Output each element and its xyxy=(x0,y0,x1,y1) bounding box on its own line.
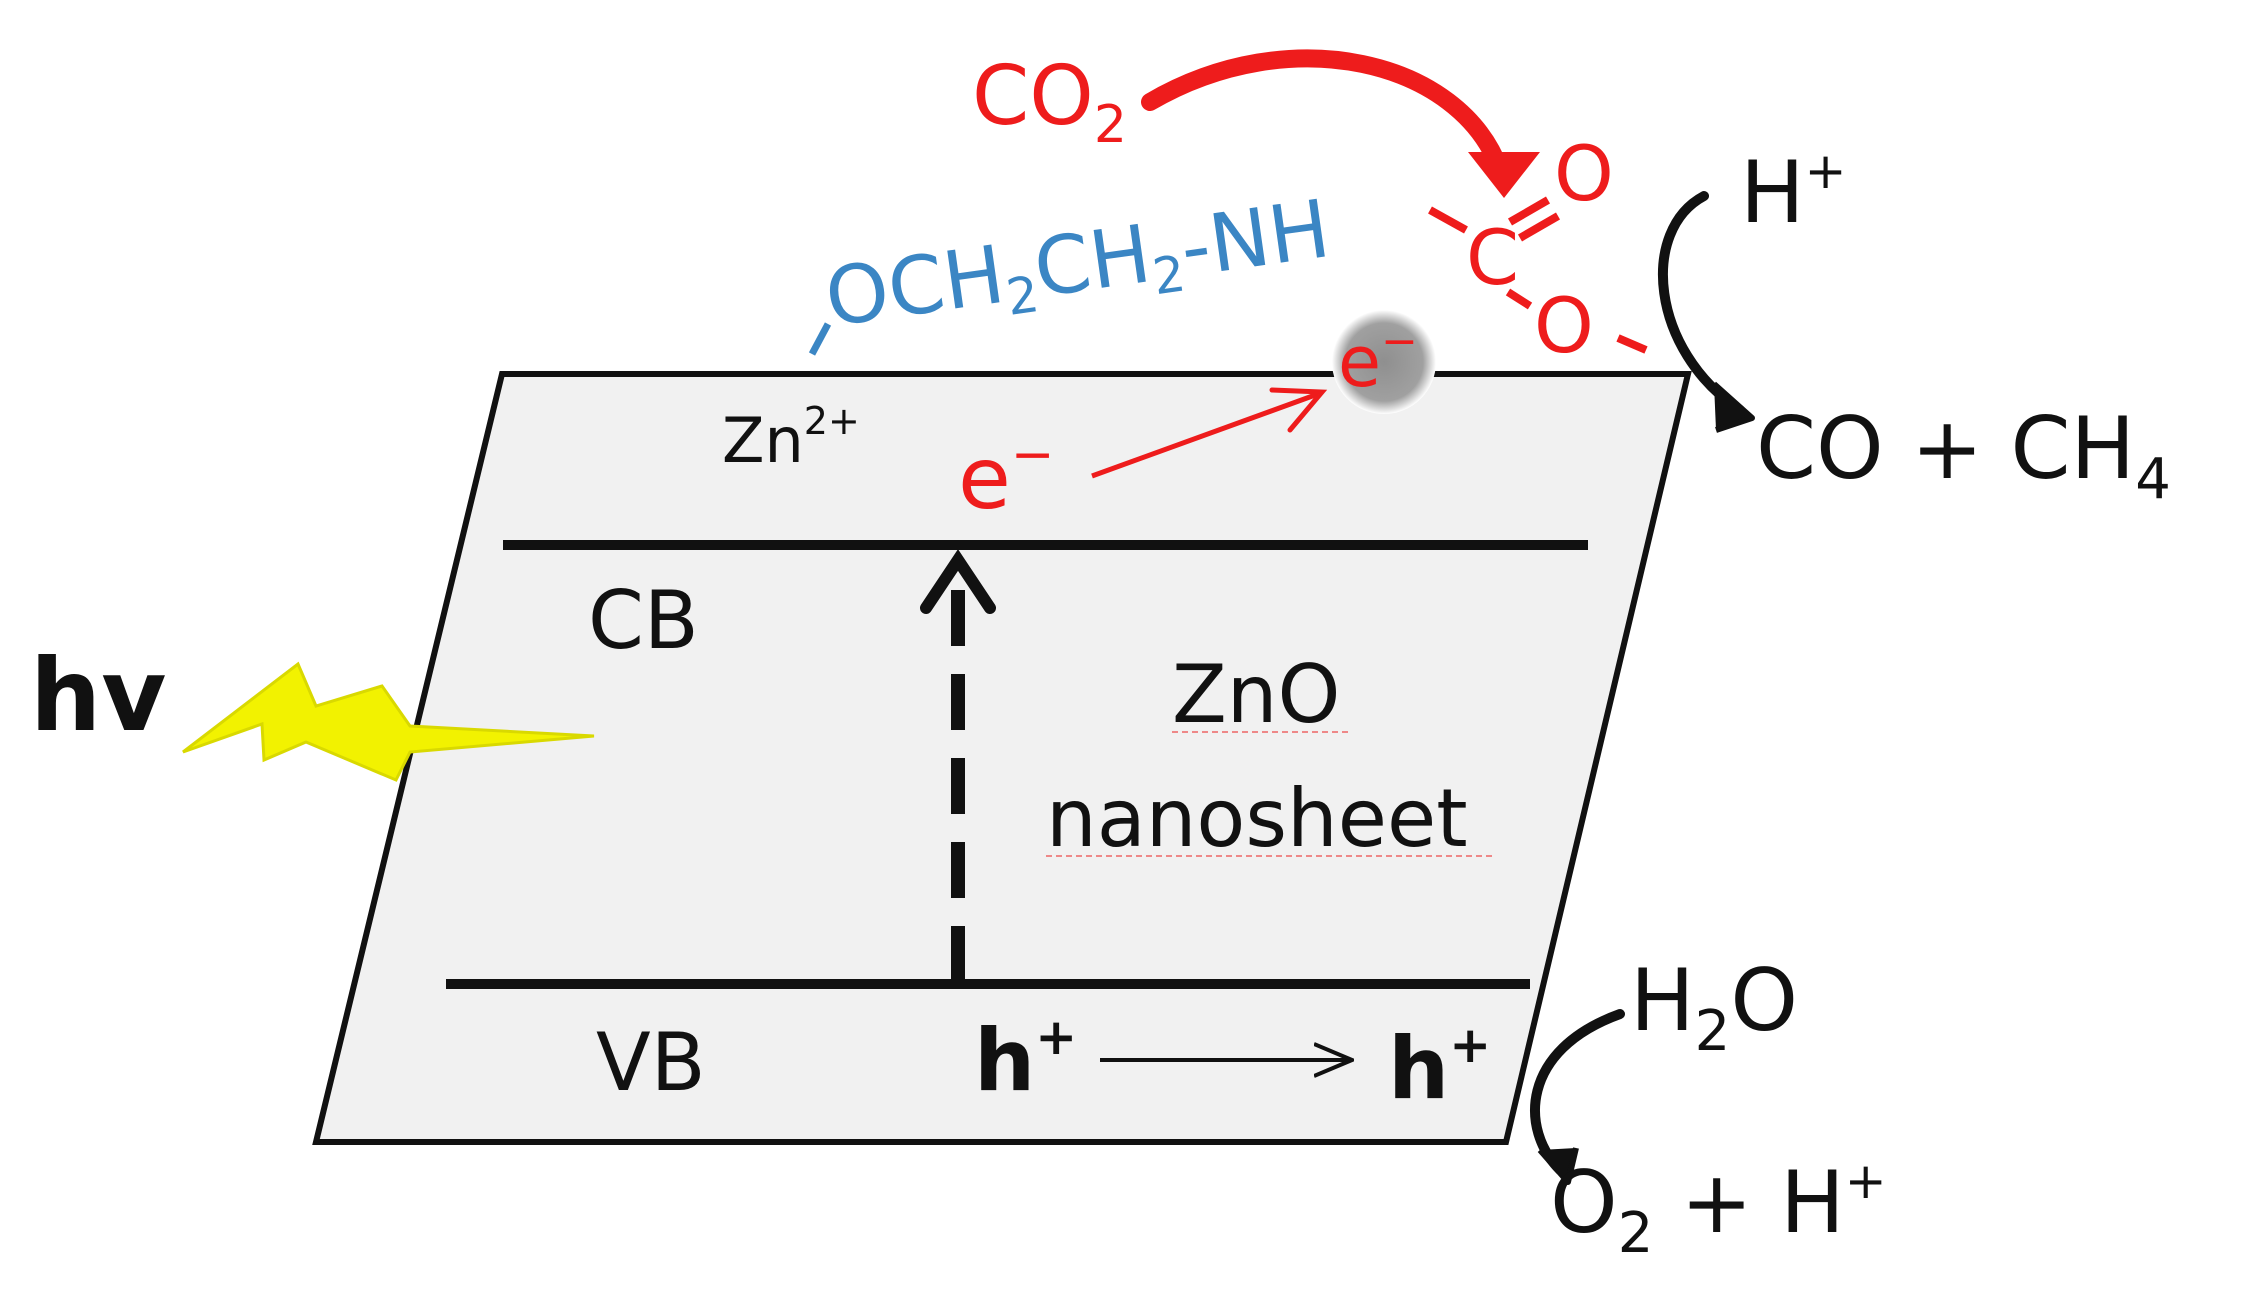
surface-electron-bubble xyxy=(1332,310,1436,414)
carbamate-carbon: C xyxy=(1466,213,1519,302)
zn-charge: 2+ xyxy=(804,399,860,443)
reduction-products-text: CO + CH xyxy=(1756,399,2135,499)
light-bolt-icon xyxy=(182,661,595,782)
proton-reduction-arrow xyxy=(1658,191,1745,415)
ligand-nh: -NH xyxy=(1175,182,1335,295)
co2-symbol: CO xyxy=(972,49,1094,144)
hole-left-label: h+ xyxy=(974,1008,1077,1111)
surface-electron-charge: − xyxy=(1381,316,1418,367)
surface-electron-symbol: e xyxy=(1338,321,1381,403)
reduction-products-label: CO + CH4 xyxy=(1756,399,2171,512)
ligand-anchor-bond xyxy=(808,322,832,356)
hole-right-charge: + xyxy=(1449,1016,1491,1074)
electron-transfer-arrow-head xyxy=(1269,387,1328,433)
water-o: O xyxy=(1730,951,1798,1051)
electron-transfer-arrow xyxy=(1091,391,1319,479)
water-label: H2O xyxy=(1630,951,1798,1064)
proton-top-charge: + xyxy=(1805,142,1847,200)
hole-right-symbol: h xyxy=(1388,1019,1449,1119)
vb-label: VB xyxy=(596,1016,706,1109)
excitation-arrow-head xyxy=(920,549,996,614)
water-h: H xyxy=(1630,951,1695,1051)
hole-right-label: h+ xyxy=(1388,1016,1491,1119)
ligand-ch: CH xyxy=(1028,207,1156,315)
proton-reduction-arrow-head xyxy=(1711,381,1755,433)
nanosheet-label: nanosheet xyxy=(1046,772,1468,865)
zno-nanosheet-body xyxy=(312,371,1692,1145)
co2-sub: 2 xyxy=(1094,95,1127,155)
bulk-electron-symbol: e xyxy=(958,429,1011,529)
co2-capture-arrow xyxy=(1141,49,1509,179)
cb-label: CB xyxy=(588,574,699,667)
ligand-formula: OCH2CH2-NH xyxy=(820,182,1336,352)
oxidation-h: + H xyxy=(1653,1153,1844,1253)
co2-capture-arrow-head xyxy=(1468,152,1540,198)
water-oxidation-arrow-head xyxy=(1537,1147,1579,1185)
ligand-och: OCH xyxy=(820,228,1010,345)
hv-label: hv xyxy=(30,637,166,754)
reduction-products-sub: 4 xyxy=(2135,447,2171,512)
hole-left-charge: + xyxy=(1035,1008,1077,1066)
bulk-electron-label: e− xyxy=(958,425,1055,529)
zn-ion-label: Zn2+ xyxy=(722,399,860,477)
surface-electron-label: e− xyxy=(1338,316,1418,403)
carbamate-oxygen-double: O xyxy=(1554,129,1614,218)
zn-symbol: Zn xyxy=(722,404,804,477)
bulk-electron-charge: − xyxy=(1011,425,1055,485)
c-o-double-bond-2 xyxy=(1517,212,1561,242)
oxidation-products-label: O2 + H+ xyxy=(1550,1152,1887,1266)
oxidation-h-charge: + xyxy=(1845,1152,1887,1210)
water-oxidation-arrow xyxy=(1530,1009,1625,1175)
proton-top-symbol: H xyxy=(1740,143,1805,243)
c-o-single-bond xyxy=(1505,288,1533,310)
proton-top-label: H+ xyxy=(1740,142,1847,243)
oxidation-o: O xyxy=(1550,1153,1618,1253)
c-o-double-bond-1 xyxy=(1507,196,1551,226)
carbamate-oxygen-single: O xyxy=(1534,281,1594,370)
hole-left-symbol: h xyxy=(974,1011,1035,1111)
water-sub: 2 xyxy=(1695,999,1731,1064)
zno-label: ZnO xyxy=(1172,648,1340,741)
co2-label: CO2 xyxy=(972,49,1127,155)
oxidation-o-sub: 2 xyxy=(1618,1201,1654,1266)
o-negative-bond xyxy=(1616,334,1648,354)
n-c-bond xyxy=(1428,206,1468,234)
